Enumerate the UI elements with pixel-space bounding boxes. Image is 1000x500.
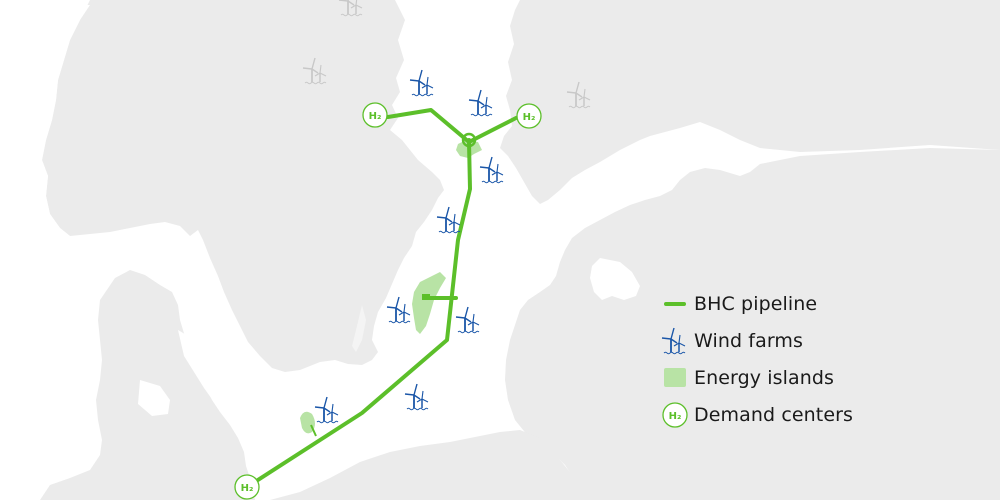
legend-label: BHC pipeline bbox=[694, 292, 818, 315]
demand-center: H₂ bbox=[234, 474, 260, 500]
h2-icon: H₂ bbox=[662, 401, 688, 428]
pipeline-line-icon bbox=[664, 301, 686, 306]
landing-point bbox=[422, 294, 430, 300]
demand-center: H₂ bbox=[362, 102, 388, 128]
energy-island-gotland bbox=[412, 272, 446, 334]
legend-item-wind: Wind farms bbox=[660, 322, 853, 359]
energy-island-icon bbox=[664, 368, 686, 387]
bhc-pipeline bbox=[245, 108, 518, 489]
svg-text:H₂: H₂ bbox=[669, 411, 682, 422]
demand-centers: H₂ H₂ H₂ bbox=[234, 102, 542, 500]
demand-center: H₂ bbox=[516, 103, 542, 129]
land-scandinavia bbox=[0, 0, 444, 372]
land-finland bbox=[500, 0, 1000, 204]
legend-item-island: Energy islands bbox=[660, 359, 853, 396]
pipeline-hub bbox=[461, 132, 477, 148]
legend: BHC pipeline Wind farms Energy islands H… bbox=[660, 285, 853, 433]
legend-label: Demand centers bbox=[694, 403, 854, 426]
land-baltics bbox=[505, 148, 1000, 500]
bornholm-connector bbox=[310, 424, 317, 437]
legend-item-demand: H₂ Demand centers bbox=[660, 396, 853, 433]
legend-label: Wind farms bbox=[694, 329, 804, 352]
wind-turbine-icon bbox=[661, 326, 686, 355]
legend-label: Energy islands bbox=[694, 366, 835, 389]
svg-text:H₂: H₂ bbox=[369, 111, 382, 122]
svg-text:H₂: H₂ bbox=[523, 112, 536, 123]
land-central-europe bbox=[270, 430, 585, 500]
legend-item-pipeline: BHC pipeline bbox=[660, 285, 853, 322]
svg-text:H₂: H₂ bbox=[241, 483, 254, 494]
